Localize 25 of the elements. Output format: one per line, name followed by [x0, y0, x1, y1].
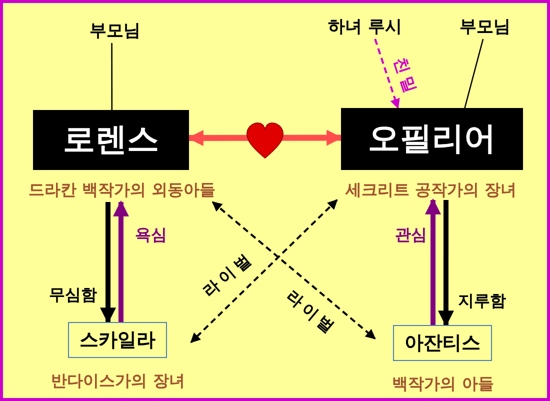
name-box: 스카일라: [68, 322, 167, 358]
person-label: 부모님: [83, 19, 147, 43]
arrow: [190, 199, 338, 344]
arrow: [425, 198, 441, 325]
caption-text: 드라칸 백작가의 외동아들: [27, 180, 217, 200]
name-box: 아잔티스: [393, 325, 492, 361]
connector-line: [111, 43, 113, 110]
caption-text: 반다이스가의 장녀: [50, 371, 186, 391]
caption-text: 백작가의 아들: [391, 374, 495, 394]
name-box: 오필리어: [341, 108, 523, 170]
connector-line: [464, 38, 484, 108]
arrow: [212, 201, 376, 340]
edge-label: 친밀: [390, 55, 422, 100]
edge-label: 관심: [395, 225, 427, 245]
person-label: 부모님: [453, 15, 517, 39]
edge-label: 지루함: [458, 291, 506, 311]
person-label: 하녀 루시: [323, 15, 407, 39]
arrow: [112, 200, 129, 322]
arrow: [438, 200, 454, 327]
edge-label: 무심함: [49, 285, 97, 305]
arrow: [374, 38, 400, 109]
name-box: 로렌스: [33, 110, 189, 170]
caption-text: 세크리트 공작가의 장녀: [344, 180, 518, 200]
arrow: [100, 202, 116, 324]
edge-label: 욕심: [135, 225, 167, 245]
